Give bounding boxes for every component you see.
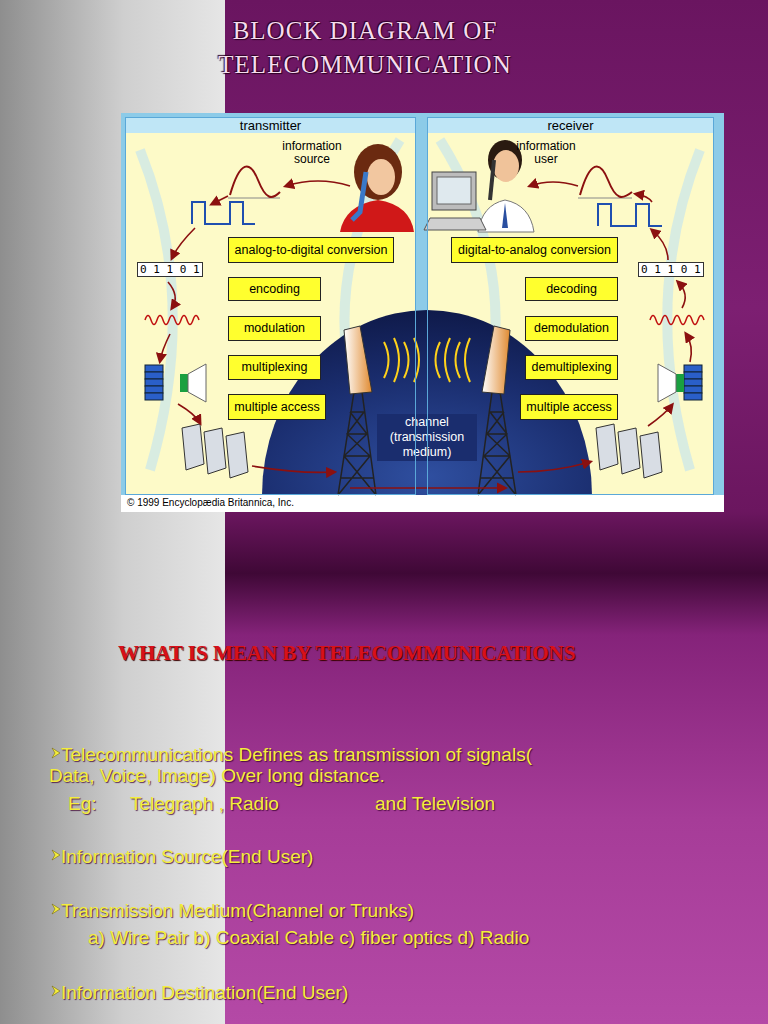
illustration-label: information source bbox=[276, 140, 348, 166]
section-heading: WHAT IS MEAN BY TELECOMMUNICATIONS bbox=[118, 640, 575, 666]
bullet-text: Information Destination(End User) bbox=[61, 982, 348, 1004]
illustration-label: information user bbox=[510, 140, 582, 166]
box-text: digital-to-analog conversion bbox=[458, 243, 611, 257]
box-text: multiplexing bbox=[241, 360, 307, 374]
example-text: and Television bbox=[375, 793, 495, 815]
box-text: multiple access bbox=[526, 400, 611, 414]
process-box: decoding bbox=[525, 277, 618, 301]
diagram-panel: transmitter analog-to-digital conversion e… bbox=[125, 117, 416, 495]
bullet-text: Transmission Medium(Channel or Trunks) bbox=[61, 900, 414, 922]
process-box: demultiplexing bbox=[525, 355, 618, 380]
slide-title: BLOCK DIAGRAM OF TELECOMMUNICATION bbox=[140, 14, 590, 82]
process-box: encoding bbox=[228, 277, 321, 301]
example-text: Eg: bbox=[68, 793, 97, 815]
bullet-text: Information Source(End User) bbox=[61, 846, 313, 868]
box-text: modulation bbox=[244, 321, 305, 335]
process-box: multiplexing bbox=[228, 355, 321, 380]
box-text: decoding bbox=[546, 282, 597, 296]
box-text: multiple access bbox=[234, 400, 319, 414]
medium-list: a) Wire Pair b) Coaxial Cable c) fiber o… bbox=[88, 927, 529, 949]
process-box: modulation bbox=[228, 316, 321, 341]
binary-cells: 0 1 1 0 1 bbox=[638, 262, 704, 277]
process-box: multiple access bbox=[520, 394, 618, 420]
diagram-panel: receiver digital-to-analog conversion deco… bbox=[427, 117, 714, 495]
copyright-note: © 1999 Encyclopædia Britannica, Inc. bbox=[127, 497, 294, 509]
example-text: Telegraph , Radio bbox=[130, 793, 279, 815]
box-text: demultiplexing bbox=[532, 360, 612, 374]
panel-heading: receiver bbox=[428, 118, 713, 134]
box-text: encoding bbox=[249, 282, 300, 296]
bullet-text: Telecommunications Defines as transmissi… bbox=[49, 744, 554, 786]
panel-heading: transmitter bbox=[126, 118, 415, 134]
process-box: demodulation bbox=[525, 316, 618, 341]
box-text: demodulation bbox=[534, 321, 609, 335]
process-box: analog-to-digital conversion bbox=[228, 237, 394, 263]
process-box: multiple access bbox=[228, 394, 326, 420]
process-box: digital-to-analog conversion bbox=[451, 237, 618, 263]
box-text: analog-to-digital conversion bbox=[235, 243, 388, 257]
binary-cells: 0 1 1 0 1 bbox=[137, 262, 203, 277]
